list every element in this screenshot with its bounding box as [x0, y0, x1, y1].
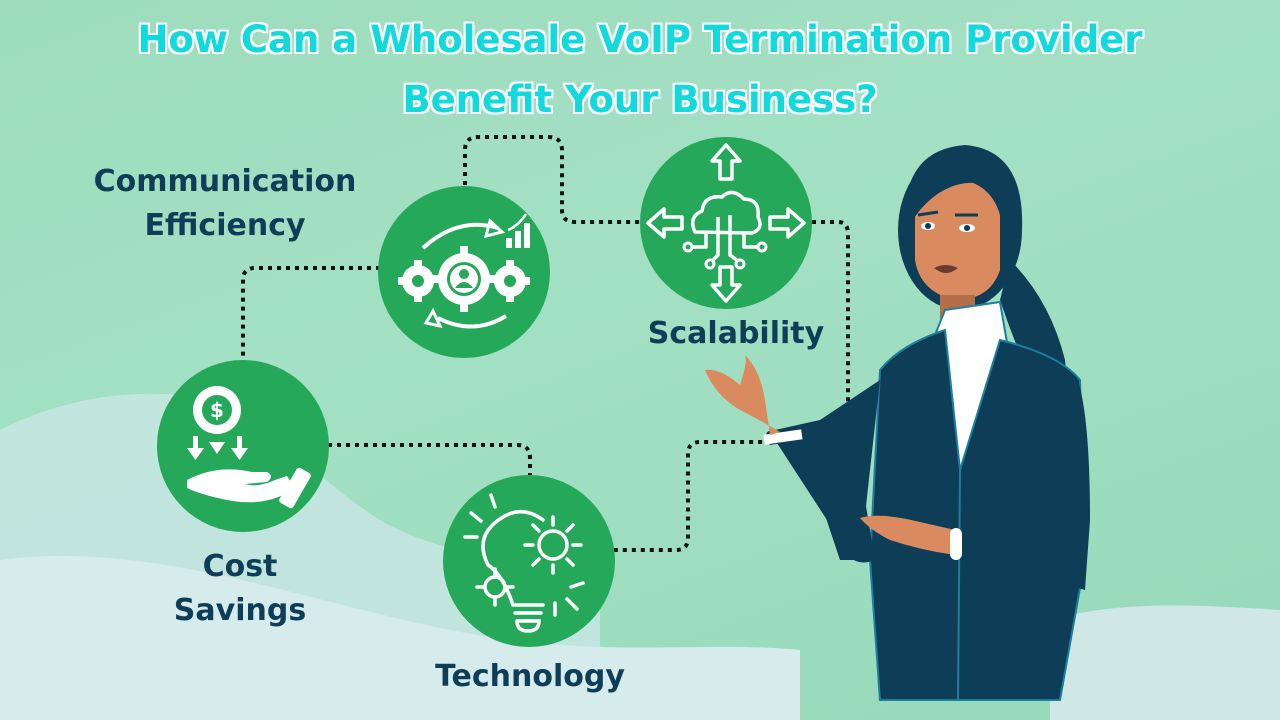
label-line2: Efficiency — [144, 208, 306, 243]
label-line1: Communication — [93, 164, 357, 199]
lightbulb-gears-icon — [463, 493, 585, 633]
benefit-circle-scalability — [640, 137, 812, 309]
benefit-label-scalability: Scalability — [640, 312, 832, 356]
benefit-circle-technology — [443, 475, 615, 647]
page-title-line1: How Can a Wholesale VoIP Termination Pro… — [137, 18, 1143, 61]
label-line2: Savings — [173, 593, 307, 628]
label-line1: Cost — [202, 549, 278, 584]
gears-user-cycle-icon — [398, 213, 530, 329]
benefit-label-communication-efficiency: Communication Efficiency — [70, 160, 380, 248]
dollar-hand-icon: $ — [187, 386, 311, 509]
page-title-line2: Benefit Your Business? — [402, 78, 878, 121]
label-line1: Scalability — [647, 316, 825, 351]
benefit-label-technology: Technology — [420, 655, 640, 699]
benefit-circle-communication-efficiency — [378, 186, 550, 358]
businesswoman-illustration — [705, 145, 1090, 701]
cloud-expand-arrows-icon — [646, 143, 806, 303]
label-line1: Technology — [435, 659, 625, 694]
benefit-label-cost-savings: Cost Savings — [150, 545, 330, 633]
svg-text:$: $ — [210, 398, 224, 422]
benefit-circle-cost-savings: $ — [157, 360, 329, 532]
